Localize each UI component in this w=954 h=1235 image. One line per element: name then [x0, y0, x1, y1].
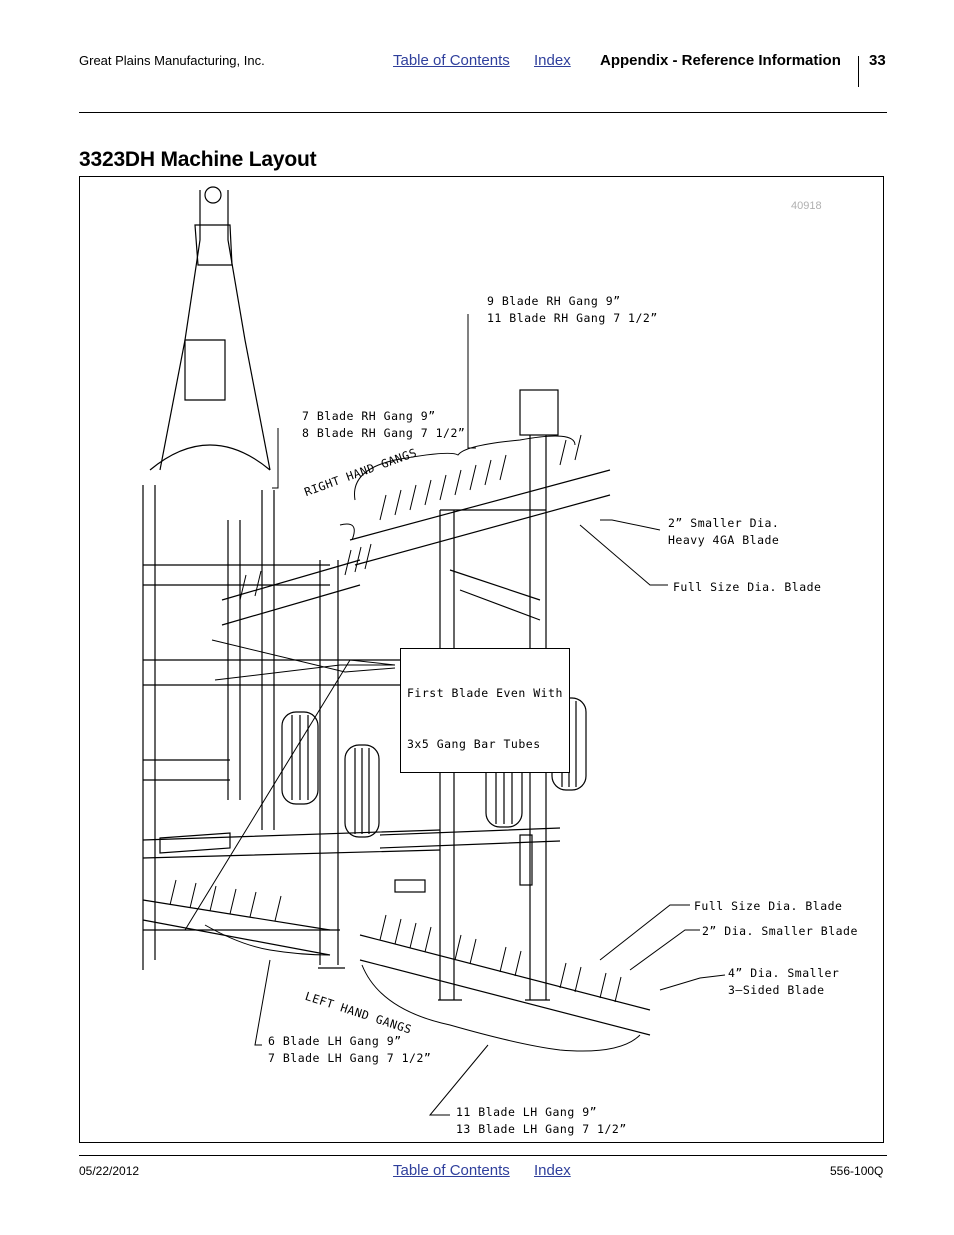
header-rule: [79, 112, 887, 113]
callout-lh-inner-7-5: 7 Blade LH Gang 7 1/2”: [268, 1051, 432, 1065]
page-number: 33: [869, 52, 886, 69]
callout-2in-smaller-blade: 2” Dia. Smaller Blade: [702, 924, 858, 938]
callout-full-size-bottom: Full Size Dia. Blade: [694, 899, 843, 913]
page-title: 3323DH Machine Layout: [79, 148, 317, 171]
callout-rh-inner-9: 7 Blade RH Gang 9”: [302, 409, 436, 423]
callout-3-sided-blade: 3—Sided Blade: [728, 983, 825, 997]
callout-lh-outer-9: 11 Blade LH Gang 9”: [456, 1105, 598, 1119]
callout-full-size-top: Full Size Dia. Blade: [673, 580, 822, 594]
callout-rh-outer-9: 9 Blade RH Gang 9”: [487, 294, 621, 308]
callout-2in-smaller: 2” Smaller Dia.: [668, 516, 780, 530]
footer-doc-number: 556-100Q: [830, 1164, 884, 1178]
section-title: Appendix - Reference Information: [600, 52, 841, 69]
header-toc-link[interactable]: Table of Contents: [393, 52, 510, 69]
footer-date: 05/22/2012: [79, 1164, 140, 1178]
callout-rh-inner-7-5: 8 Blade RH Gang 7 1/2”: [302, 426, 466, 440]
header-index-link[interactable]: Index: [534, 52, 571, 69]
footer-index-link[interactable]: Index: [534, 1162, 571, 1179]
callout-4in-smaller: 4” Dia. Smaller: [728, 966, 840, 980]
callout-heavy-blade: Heavy 4GA Blade: [668, 533, 780, 547]
figure-frame: [79, 176, 884, 1143]
company-name: Great Plains Manufacturing, Inc.: [79, 53, 265, 68]
first-blade-line-2: 3x5 Gang Bar Tubes: [407, 737, 541, 751]
first-blade-line-1: First Blade Even With: [407, 686, 563, 700]
footer-toc-link[interactable]: Table of Contents: [393, 1162, 510, 1179]
callout-lh-inner-9: 6 Blade LH Gang 9”: [268, 1034, 402, 1048]
header-divider: [858, 56, 859, 87]
footer-rule: [79, 1155, 887, 1156]
callout-lh-outer-7-5: 13 Blade LH Gang 7 1/2”: [456, 1122, 627, 1136]
figure-id: 40918: [791, 200, 822, 212]
callout-rh-outer-7-5: 11 Blade RH Gang 7 1/2”: [487, 311, 658, 325]
first-blade-note: First Blade Even With 3x5 Gang Bar Tubes: [400, 648, 570, 773]
